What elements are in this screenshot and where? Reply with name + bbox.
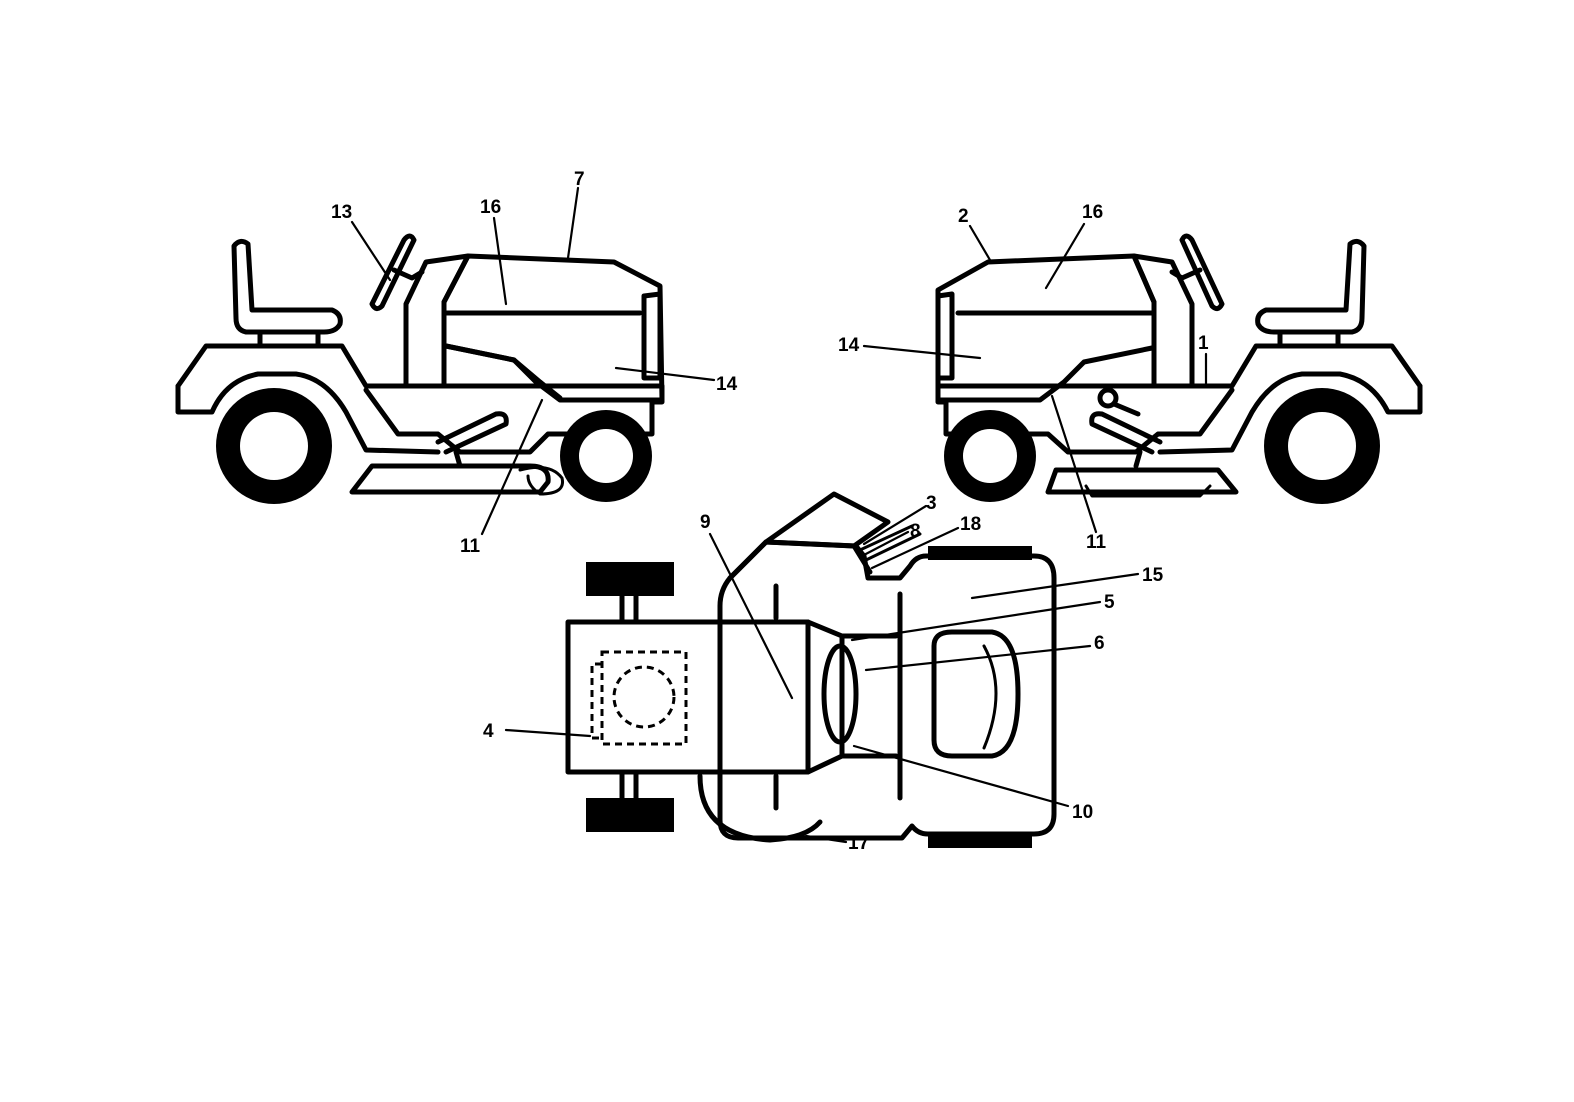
tractor-right-side-view <box>935 233 1423 504</box>
tractor-top-view <box>565 491 1057 848</box>
top-view-callouts: 9 3 8 18 15 5 6 4 10 17 <box>483 493 1164 854</box>
callout-6: 6 <box>1094 633 1105 654</box>
top-frame-body <box>565 619 811 775</box>
left-grille <box>641 291 663 381</box>
right-steering-wheel <box>1179 233 1225 312</box>
right-mower-deck <box>1045 467 1239 495</box>
top-mower-deck <box>717 539 1057 841</box>
callout-2: 2 <box>958 206 969 227</box>
callout-16-right: 16 <box>1082 202 1103 223</box>
callout-8: 8 <box>910 521 921 542</box>
callout-9: 9 <box>700 512 711 533</box>
tractor-left-side-view <box>175 233 665 504</box>
callout-1: 1 <box>1198 333 1209 354</box>
callout-7: 7 <box>574 169 585 190</box>
left-view-callouts: 7 13 16 14 11 <box>331 169 738 557</box>
top-right-front-tire <box>928 834 1032 848</box>
callout-18: 18 <box>960 514 981 535</box>
callout-16: 16 <box>480 197 501 218</box>
right-rear-wheel <box>1264 388 1380 504</box>
left-mower-deck <box>349 463 551 495</box>
callout-13: 13 <box>331 202 352 223</box>
top-steering-oval <box>821 643 859 745</box>
right-dash <box>1131 253 1195 389</box>
left-rear-wheel <box>216 388 332 504</box>
callout-17: 17 <box>848 833 869 854</box>
top-hood-oval <box>931 629 1021 759</box>
callout-3: 3 <box>926 493 937 514</box>
callout-10: 10 <box>1072 802 1093 823</box>
callout-4: 4 <box>483 721 494 742</box>
top-left-rear-tire <box>586 562 674 596</box>
left-hood <box>441 253 665 403</box>
right-hood <box>935 253 1157 403</box>
right-view-callouts: 2 16 14 1 11 <box>838 202 1209 553</box>
callout-11: 11 <box>460 536 481 557</box>
right-grille <box>935 291 955 381</box>
callout-11-right: 11 <box>1086 532 1107 553</box>
left-front-wheel <box>560 410 652 502</box>
callout-15: 15 <box>1142 565 1164 586</box>
right-seat <box>1255 238 1367 335</box>
callout-5: 5 <box>1104 592 1115 613</box>
left-frame <box>175 343 665 455</box>
left-steering-wheel <box>369 233 417 312</box>
left-seat <box>231 238 343 335</box>
right-front-wheel <box>944 410 1036 502</box>
callout-14: 14 <box>716 374 738 395</box>
top-battery-outline <box>600 650 688 746</box>
top-right-rear-tire <box>586 798 674 832</box>
left-dash <box>403 253 471 389</box>
callout-14-right: 14 <box>838 335 860 356</box>
top-engine-outline <box>612 665 676 729</box>
